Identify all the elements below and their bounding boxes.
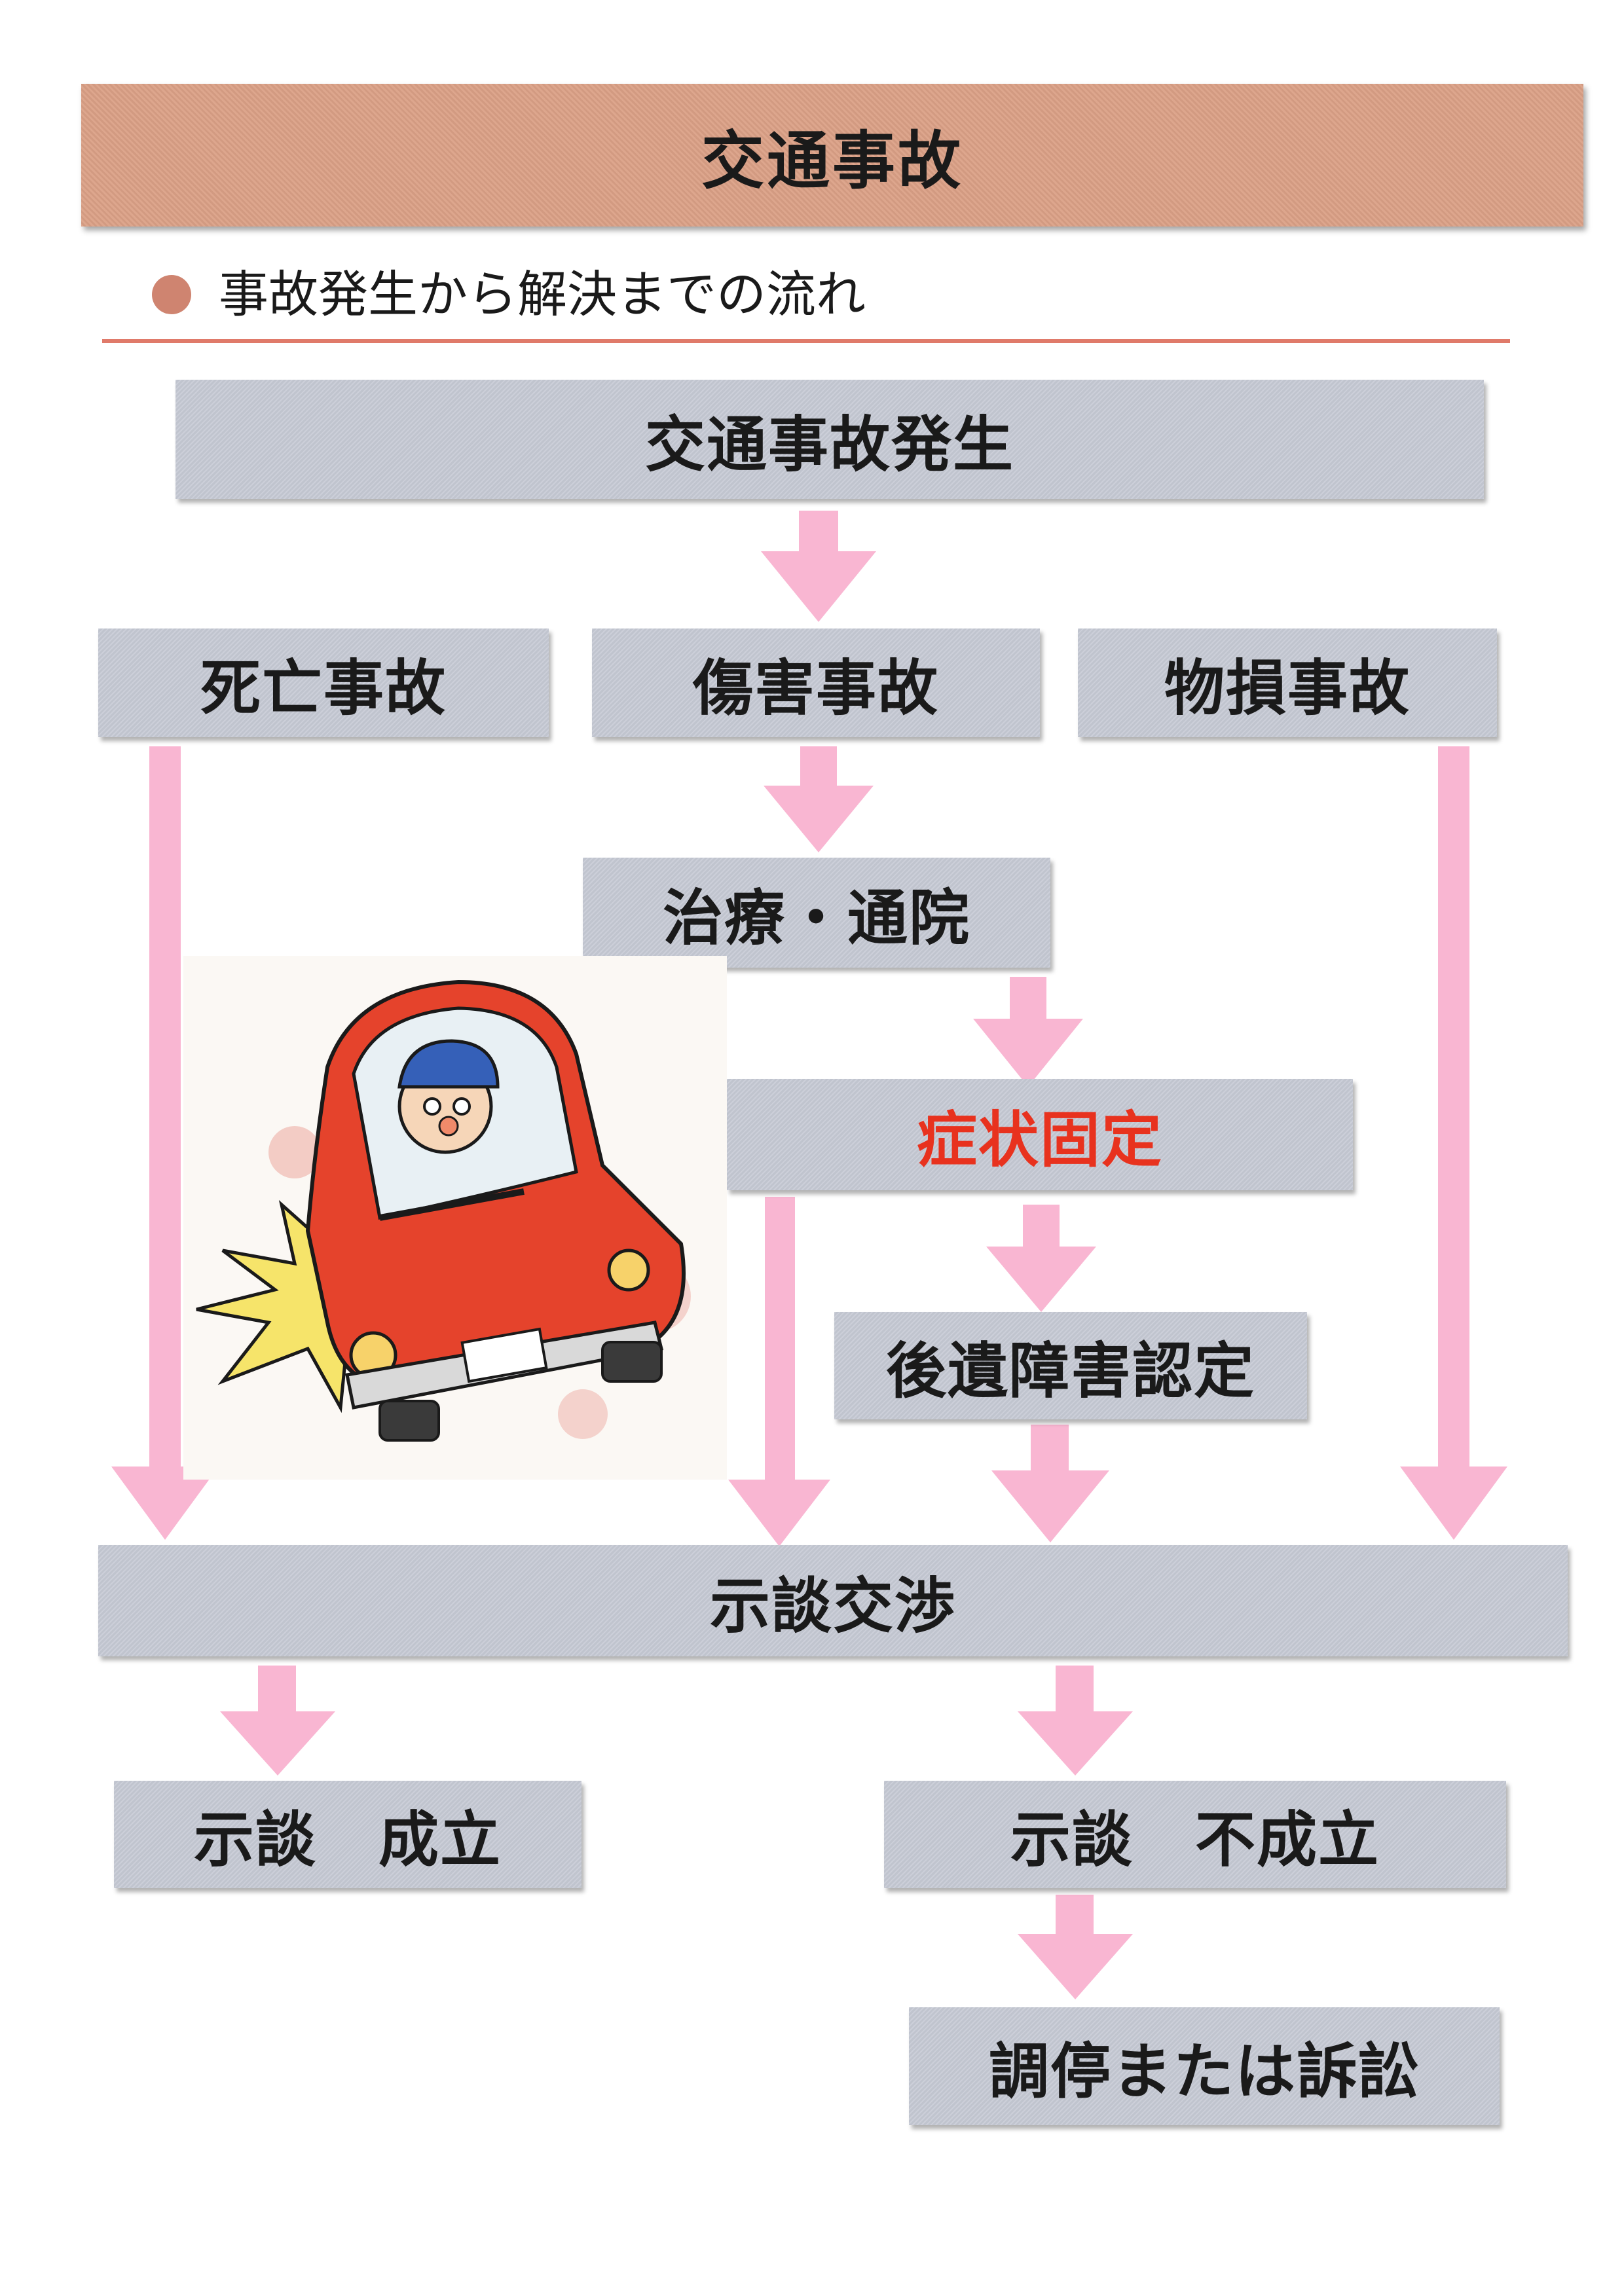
label-mediation-or-litigation: 調停または訴訟 — [988, 2036, 1420, 2107]
box-death-accident: 死亡事故 — [98, 629, 549, 737]
box-treatment: 治療・通院 — [583, 858, 1050, 968]
arrow-property-to-negotiation — [1400, 746, 1507, 1540]
arrow-occurrence-to-injury — [761, 511, 876, 622]
section-subtitle: 事故発生から解決までの流れ — [219, 265, 866, 323]
box-symptom-fixed: 症状固定 — [727, 1079, 1353, 1190]
car-crash-illustration — [183, 956, 727, 1480]
box-settlement-negotiation: 示談交渉 — [98, 1545, 1568, 1656]
arrow-treatment-to-symptom — [973, 977, 1083, 1087]
label-treatment: 治療・通院 — [662, 883, 970, 953]
arrow-negotiation-to-not-settled — [1018, 1666, 1133, 1776]
box-accident-occurrence: 交通事故発生 — [175, 380, 1484, 499]
label-settlement-negotiation: 示談交渉 — [709, 1571, 956, 1641]
box-settlement-reached: 示談 成立 — [114, 1781, 581, 1888]
arrow-negotiation-to-settled — [220, 1666, 335, 1776]
label-accident-occurrence: 交通事故発生 — [644, 409, 1014, 480]
arrow-symptom-to-disability — [986, 1205, 1096, 1312]
page-title: 交通事故 — [701, 124, 963, 198]
arrow-symptom-to-negotiation — [728, 1197, 830, 1546]
bullet-dot — [152, 275, 191, 314]
arrow-injury-to-treatment — [764, 746, 874, 852]
label-settlement-reached: 示談 成立 — [193, 1804, 502, 1875]
label-injury-accident: 傷害事故 — [692, 653, 939, 723]
arrow-disability-to-negotiation — [991, 1425, 1109, 1542]
label-property-accident: 物損事故 — [1164, 653, 1411, 723]
label-settlement-failed: 示談 不成立 — [1010, 1804, 1380, 1875]
arrow-not-settled-to-litigation — [1018, 1895, 1133, 1999]
box-settlement-failed: 示談 不成立 — [884, 1781, 1506, 1888]
box-disability-certification: 後遺障害認定 — [834, 1312, 1307, 1419]
box-mediation-or-litigation: 調停または訴訟 — [909, 2007, 1500, 2125]
title-banner: 交通事故 — [81, 84, 1583, 227]
box-property-accident: 物損事故 — [1078, 629, 1497, 737]
label-symptom-fixed: 症状固定 — [916, 1104, 1163, 1175]
arrow-death-to-negotiation — [111, 746, 219, 1540]
label-death-accident: 死亡事故 — [200, 653, 447, 723]
label-disability-certification: 後遺障害認定 — [885, 1336, 1255, 1406]
box-injury-accident: 傷害事故 — [592, 629, 1040, 737]
divider-line — [102, 339, 1510, 343]
